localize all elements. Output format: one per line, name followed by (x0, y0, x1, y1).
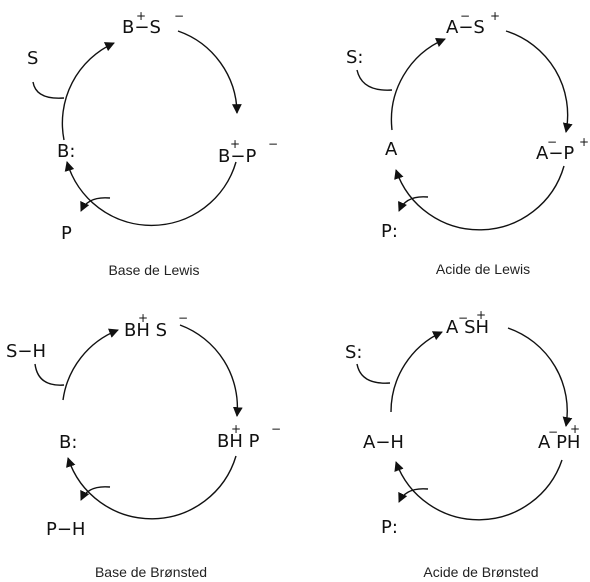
right-charge-b: + (579, 135, 589, 149)
right-charge-a: + (231, 422, 241, 436)
cycle-arc-bottom (394, 165, 565, 231)
right-charge-a: − (547, 135, 557, 149)
cycle-arc-top-right (507, 327, 573, 427)
substrate-label: S: (346, 47, 364, 68)
left-species: A (385, 139, 398, 160)
panel-base-de-bronsted: BH S + − BH P + − B: S−H P−H Base de Brø… (6, 311, 281, 580)
left-species: B: (57, 141, 75, 162)
top-charge-a: − (460, 9, 470, 23)
panel-acide-de-lewis: A−S − + A−P − + A S: P: Acide de Lewis (346, 9, 589, 277)
cycle-arc-left-top (390, 331, 443, 413)
cycle-arc-top-right (179, 324, 243, 417)
right-charge-a: − (548, 425, 558, 439)
substrate-entry-curve (356, 363, 391, 384)
product-exit-arrow (80, 197, 111, 212)
cycle-arc-left-top (62, 328, 119, 401)
cycle-arc-bottom (66, 455, 237, 520)
top-species: A−S (446, 17, 485, 38)
top-charge-b: + (490, 9, 500, 23)
cycle-arc-top-right (505, 30, 573, 133)
panel-base-de-lewis: B−S + − B−P + − B: S P Base de Lewis (27, 9, 278, 278)
cycle-arc-top-right (177, 30, 242, 114)
top-charge-b: + (476, 308, 486, 322)
right-charge-b: − (268, 137, 278, 151)
substrate-entry-curve (32, 81, 65, 99)
product-label: P−H (46, 519, 85, 540)
top-charge-a: + (136, 9, 146, 23)
right-charge-b: − (271, 422, 281, 436)
panel-caption: Base de Brønsted (95, 564, 207, 580)
cycle-arc-left-top (390, 37, 446, 131)
top-charge-a: − (458, 311, 468, 325)
substrate-entry-curve (34, 363, 65, 386)
right-species: BH P (217, 431, 260, 452)
product-exit-arrow (398, 196, 429, 212)
cycle-arc-left-top (61, 42, 115, 141)
substrate-entry-curve (356, 69, 393, 91)
panel-caption: Acide de Lewis (436, 261, 530, 277)
top-species: BH S (124, 320, 167, 341)
top-species: B−S (122, 17, 161, 38)
product-label: P: (381, 221, 398, 242)
right-species: A PH (538, 432, 580, 453)
product-exit-arrow (80, 486, 111, 501)
top-species: A SH (446, 317, 489, 338)
top-charge-b: − (178, 311, 188, 325)
substrate-label: S (27, 48, 38, 69)
product-exit-arrow (398, 488, 429, 503)
product-label: P (61, 223, 72, 244)
right-species: B−P (218, 146, 256, 167)
top-charge-b: − (174, 9, 184, 23)
right-charge-b: + (570, 422, 580, 436)
cycle-arc-bottom (394, 459, 563, 521)
product-label: P: (381, 517, 398, 538)
substrate-label: S−H (6, 341, 46, 362)
cycle-arc-bottom (64, 161, 237, 227)
left-species: A−H (363, 432, 404, 453)
substrate-label: S: (345, 342, 363, 363)
right-species: A−P (536, 143, 574, 164)
panel-caption: Acide de Brønsted (423, 564, 538, 580)
panel-caption: Base de Lewis (108, 262, 199, 278)
panel-acide-de-bronsted: A SH − + A PH − + A−H S: P: Acide de Brø… (345, 308, 580, 580)
top-charge-a: + (138, 311, 148, 325)
right-charge-a: + (230, 137, 240, 151)
left-species: B: (59, 432, 77, 453)
